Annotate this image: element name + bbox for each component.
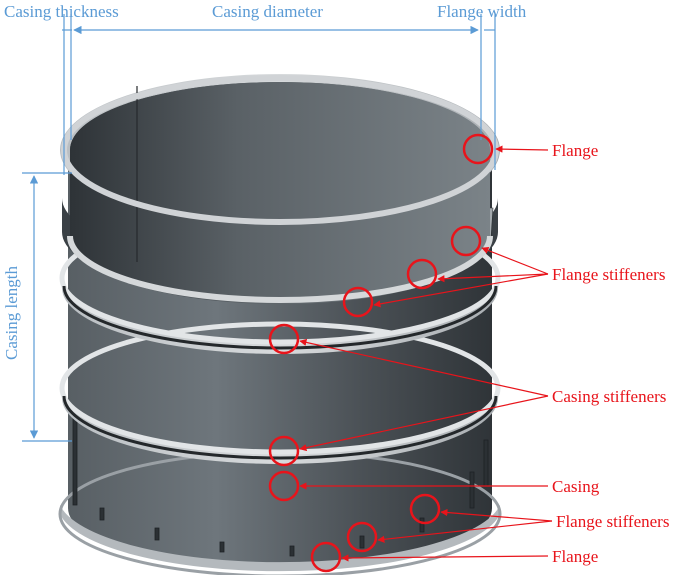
flange-bottom-label: Flange (552, 547, 598, 566)
casing-length-label: Casing length (2, 266, 21, 360)
casing-marker (268, 470, 300, 502)
bottom-flange-stiffener-marker-1 (409, 493, 441, 525)
bottom-flange-stiffener-marker-2 (346, 521, 378, 553)
flange-stiffeners-bottom-label: Flange stiffeners (556, 512, 669, 531)
callout-circles (268, 133, 494, 573)
casing-label: Casing (552, 477, 600, 496)
casing-stiffener-marker-2 (268, 435, 300, 467)
flange-stiffeners-top-label: Flange stiffeners (552, 265, 665, 284)
top-flange-stiffener-marker-3 (342, 286, 374, 318)
dimension-lines (22, 14, 496, 442)
casing-model (58, 74, 502, 575)
flange-width-label: Flange width (437, 2, 527, 21)
bottom-flange-marker (310, 541, 342, 573)
casing-diameter-label: Casing diameter (212, 2, 323, 21)
top-flange-stiffener-marker-1 (450, 225, 482, 257)
callout-leaders (299, 145, 553, 562)
top-flange-marker (462, 133, 494, 165)
flange-top-label: Flange (552, 141, 598, 160)
casing-thickness-label: Casing thickness (4, 2, 119, 21)
bottom-flange (60, 505, 500, 572)
top-flange-stiffener-marker-2 (406, 258, 438, 290)
casing-inner-wall (70, 82, 490, 304)
casing-stiffeners-label: Casing stiffeners (552, 387, 666, 406)
casing-stiffener-marker-1 (268, 323, 300, 355)
